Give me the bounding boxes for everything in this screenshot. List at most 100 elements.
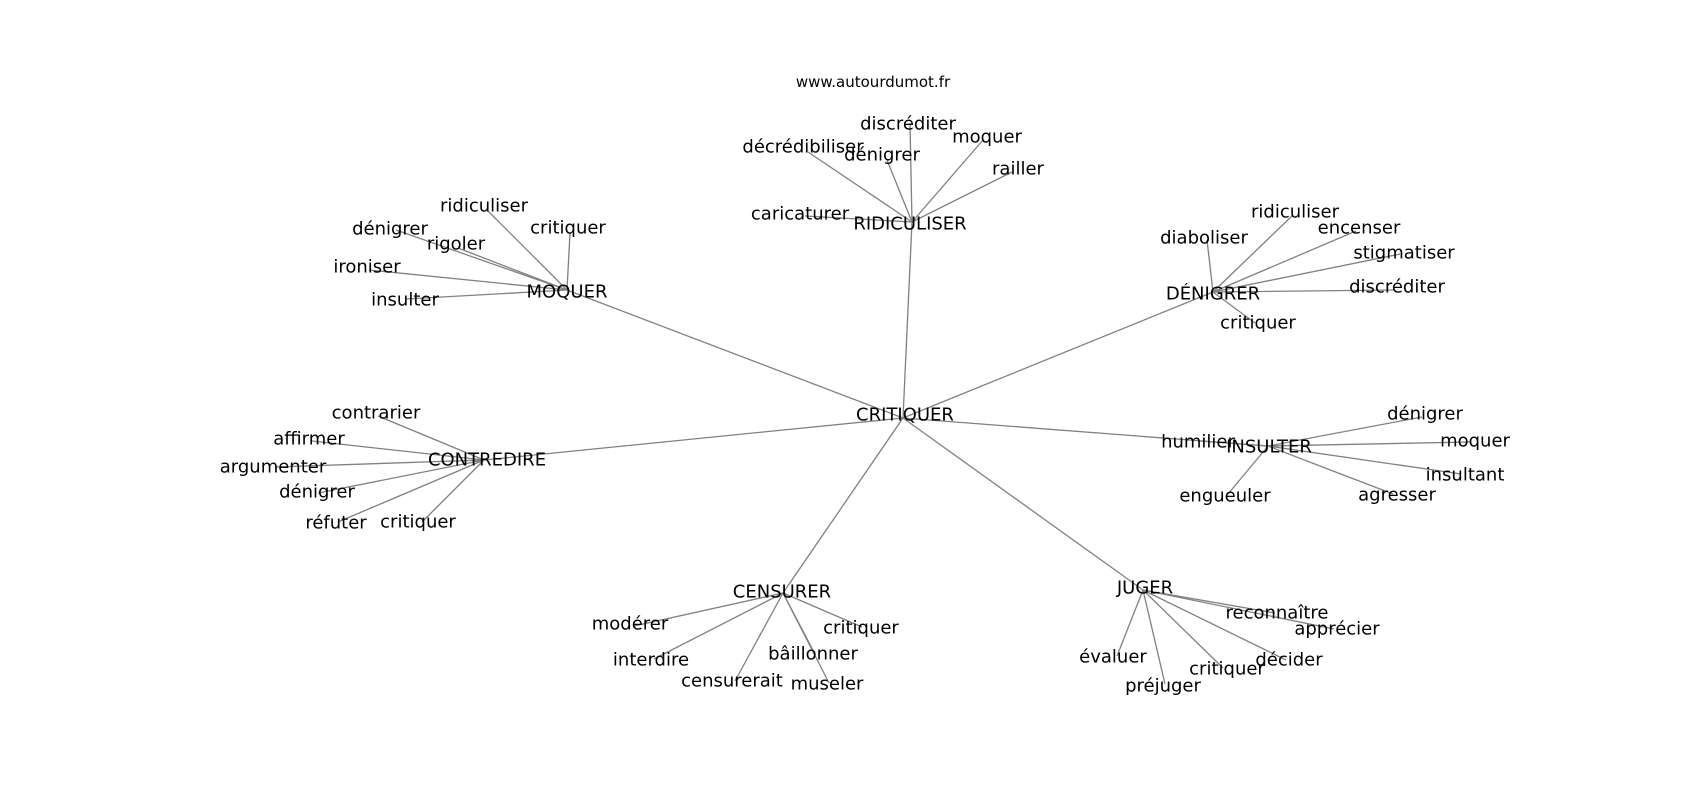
edge-ridiculiser-discrediter (909, 122, 913, 223)
leaf-node-contredire-refuter[interactable]: réfuter (305, 513, 367, 534)
leaf-node-juger-prejuger[interactable]: préjuger (1125, 676, 1201, 697)
hub-node-ridiculiser[interactable]: RIDICULISER (853, 214, 966, 235)
edge-center-juger (902, 417, 1144, 591)
edge-censurer-critiquer (782, 592, 863, 628)
leaf-node-denigrer-diaboliser[interactable]: diaboliser (1160, 228, 1248, 249)
edge-center-ridiculiser (902, 221, 913, 419)
edge-moquer-critiquer (566, 232, 571, 291)
leaf-node-moquer-critiquer[interactable]: critiquer (530, 218, 606, 239)
edge-ridiculiser-railler (911, 171, 1013, 223)
edge-insulter-agresser (1267, 445, 1394, 495)
edge-insulter-denigrer (1267, 416, 1423, 447)
leaf-node-censurer-baillonner[interactable]: bâillonner (768, 644, 858, 665)
edge-ridiculiser-caricaturer (804, 215, 913, 223)
edge-denigrer-discrediter (1212, 289, 1394, 293)
edge-ridiculiser-moquer (911, 139, 984, 223)
leaf-node-contredire-contrarier[interactable]: contrarier (332, 403, 421, 424)
edge-juger-critiquer (1142, 589, 1224, 669)
edge-center-censurer (782, 417, 904, 594)
leaf-node-ridiculiser-decredibiliser[interactable]: décrédibiliser (742, 137, 864, 158)
edge-censurer-interdire (653, 592, 784, 660)
edge-insulter-engueuler (1227, 445, 1269, 495)
leaf-node-insulter-moquer[interactable]: moquer (1440, 431, 1510, 452)
edge-contredire-contrarier (377, 415, 485, 461)
leaf-node-moquer-insulter[interactable]: insulter (371, 290, 439, 311)
edge-insulter-moquer (1267, 441, 1471, 447)
center-node-critiquer[interactable]: CRITIQUER (856, 405, 954, 426)
edge-contredire-refuter (337, 459, 485, 523)
leaf-node-ridiculiser-railler[interactable]: railler (992, 159, 1045, 180)
leaf-node-contredire-affirmer[interactable]: affirmer (273, 429, 345, 450)
leaf-node-censurer-critiquer[interactable]: critiquer (823, 618, 899, 639)
hub-node-contredire[interactable]: CONTREDIRE (428, 450, 546, 471)
edge-insulter-humilier (1199, 440, 1269, 447)
leaf-node-censurer-interdire[interactable]: interdire (613, 650, 689, 671)
edge-censurer-censurerait (734, 592, 784, 682)
leaf-node-juger-apprecier[interactable]: apprécier (1294, 619, 1380, 640)
edge-center-denigrer (902, 291, 1214, 419)
leaf-node-juger-critiquer[interactable]: critiquer (1189, 659, 1265, 680)
leaf-node-contredire-critiquer[interactable]: critiquer (380, 512, 456, 533)
leaf-node-juger-reconnaitre[interactable]: reconnaître (1226, 603, 1329, 624)
edge-ridiculiser-denigrer (886, 159, 913, 223)
edge-denigrer-critiquer (1212, 291, 1256, 324)
edge-moquer-ridiculiser (486, 209, 568, 291)
edge-moquer-denigrer (395, 229, 568, 291)
edge-contredire-denigrer (317, 459, 485, 494)
leaf-node-ridiculiser-caricaturer[interactable]: caricaturer (751, 204, 850, 225)
edge-juger-apprecier (1142, 589, 1335, 630)
edge-layer (274, 122, 1471, 685)
edge-censurer-moderer (633, 592, 784, 627)
leaf-node-moquer-denigrer[interactable]: dénigrer (352, 219, 428, 240)
source-watermark: www.autourdumot.fr (796, 73, 951, 91)
edge-ridiculiser-decredibiliser (807, 151, 913, 223)
leaf-node-censurer-moderer[interactable]: modérer (592, 614, 669, 635)
leaf-node-ridiculiser-moquer[interactable]: moquer (952, 127, 1022, 148)
leaf-node-denigrer-stigmatiser[interactable]: stigmatiser (1353, 243, 1455, 264)
leaf-node-contredire-argumenter[interactable]: argumenter (220, 457, 327, 478)
leaf-node-contredire-denigrer[interactable]: dénigrer (279, 482, 355, 503)
leaf-node-denigrer-encenser[interactable]: encenser (1318, 218, 1401, 239)
hub-node-insulter[interactable]: INSULTER (1226, 437, 1312, 458)
edge-juger-prejuger (1142, 589, 1166, 685)
leaf-node-insulter-agresser[interactable]: agresser (1358, 485, 1436, 506)
leaf-node-ridiculiser-denigrer[interactable]: dénigrer (844, 145, 920, 166)
edge-moquer-ironiser (368, 269, 568, 291)
edge-denigrer-stigmatiser (1212, 253, 1401, 293)
hub-node-juger[interactable]: JUGER (1116, 578, 1173, 599)
edge-center-contredire (483, 417, 904, 461)
hub-node-moquer[interactable]: MOQUER (527, 282, 608, 303)
edge-moquer-rigoler (457, 247, 568, 291)
leaf-node-denigrer-critiquer[interactable]: critiquer (1220, 313, 1296, 334)
edge-contredire-affirmer (311, 440, 485, 461)
leaf-node-denigrer-ridiculiser[interactable]: ridiculiser (1251, 202, 1340, 223)
hub-node-censurer[interactable]: CENSURER (733, 582, 831, 603)
leaf-node-insulter-denigrer[interactable]: dénigrer (1387, 404, 1463, 425)
leaf-node-ridiculiser-discrediter[interactable]: discréditer (860, 114, 956, 135)
edge-juger-evaluer (1116, 589, 1144, 657)
edge-denigrer-ridiculiser (1212, 214, 1294, 293)
leaf-node-moquer-ridiculiser[interactable]: ridiculiser (440, 196, 529, 217)
edge-denigrer-diaboliser (1206, 239, 1214, 293)
leaf-node-juger-evaluer[interactable]: évaluer (1079, 647, 1147, 668)
leaf-node-insulter-humilier[interactable]: humilier (1161, 432, 1235, 453)
edge-denigrer-encenser (1212, 230, 1357, 293)
edge-center-moquer (566, 289, 904, 419)
edge-contredire-critiquer (421, 459, 485, 523)
leaf-node-censurer-museler[interactable]: museler (791, 674, 864, 695)
edge-censurer-museler (782, 592, 830, 684)
leaf-node-censurer-censurerait[interactable]: censurerait (681, 671, 783, 692)
hub-node-denigrer[interactable]: DÉNIGRER (1166, 283, 1260, 305)
label-layer: www.autourdumot.fr CRITIQUER discréditer… (220, 73, 1511, 697)
leaf-node-moquer-rigoler[interactable]: rigoler (427, 234, 486, 255)
edge-juger-decider (1142, 589, 1287, 661)
leaf-node-juger-decider[interactable]: décider (1255, 650, 1323, 671)
leaf-node-denigrer-discrediter[interactable]: discréditer (1349, 277, 1445, 298)
edge-moquer-insulter (405, 289, 568, 300)
edge-insulter-insultant (1267, 445, 1462, 475)
edge-contredire-argumenter (274, 459, 485, 468)
leaf-node-moquer-ironiser[interactable]: ironiser (333, 257, 401, 278)
leaf-node-insulter-engueuler[interactable]: engueuler (1179, 486, 1271, 507)
leaf-node-insulter-insultant[interactable]: insultant (1426, 465, 1505, 486)
